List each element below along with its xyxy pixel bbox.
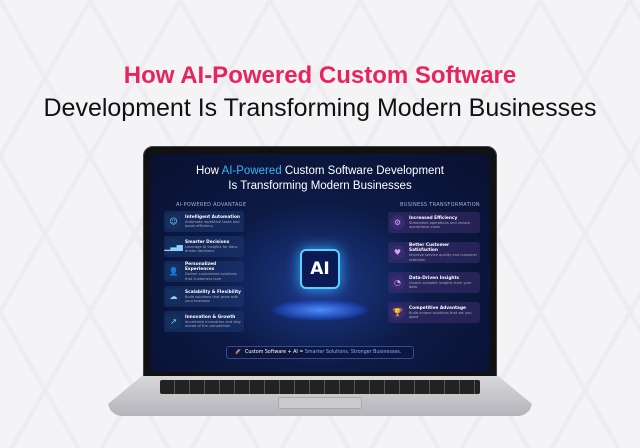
tagline-b: Smarter Solutions. Stronger Businesses. [304, 350, 402, 355]
headline-line2: Development Is Transforming Modern Busin… [43, 94, 597, 122]
tagline: 🚀 Custom Software + AI = Smarter Solutio… [226, 346, 414, 359]
card-title: Scalability & Flexibility [185, 289, 241, 295]
title-line2: Is Transforming Modern Businesses [228, 180, 412, 192]
title-accent: AI-Powered [221, 165, 282, 177]
tagline-a: Custom Software + AI = [244, 350, 305, 355]
card-title: Better Customer Satisfaction [409, 243, 450, 253]
trackpad [278, 397, 362, 409]
card-desc: Unlock valuable insights from your data [409, 280, 472, 290]
platform-glow [270, 299, 370, 321]
growth-icon: ↗ [166, 314, 181, 329]
title-pre: How [195, 165, 222, 177]
laptop-screen: How AI-Powered Custom Software Developme… [150, 154, 490, 372]
keyboard [160, 380, 480, 394]
card-desc: Deliver customized solutions that custom… [185, 272, 237, 281]
ai-chip: AI [300, 249, 340, 289]
headline-line1: How AI-Powered Custom Software [123, 62, 517, 89]
bar-chart-icon: ▁▃▅ [164, 239, 183, 254]
card-title: Smarter Decisions [185, 239, 230, 245]
laptop-lid: How AI-Powered Custom Software Developme… [143, 146, 497, 378]
card-desc: Streamline operations and reduce operati… [409, 220, 471, 230]
card-title: Competitive Advantage [409, 305, 466, 311]
card-title: Innovation & Growth [185, 314, 236, 320]
rocket-icon: 🚀 [235, 350, 241, 355]
card-desc: Build solutions that grow with your busi… [185, 294, 239, 304]
card-title: Increased Efficiency [409, 215, 458, 221]
card-title: Intelligent Automation [185, 214, 240, 220]
heart-icon: ♥ [390, 245, 405, 260]
card-title: Data-Driven Insights [409, 275, 460, 281]
card-desc: Leverage AI insights for data-driven dec… [185, 244, 239, 254]
gear-icon: ⚙ [390, 215, 405, 230]
title-post: Custom Software Development [281, 165, 445, 177]
card-desc: Automate repetitive tasks and boost effi… [185, 219, 240, 229]
pie-chart-icon: ◔ [390, 275, 405, 290]
card-desc: Accelerate innovation and stay ahead of … [185, 319, 241, 329]
right-heading: BUSINESS TRANSFORMATION [400, 202, 480, 208]
robot-icon: ☺ [166, 214, 181, 229]
card-desc: Build unique solutions that set you apar… [409, 310, 472, 320]
left-heading: AI-POWERED ADVANTAGE [176, 202, 247, 208]
card-desc: Improve service quality and customer ret… [409, 253, 478, 262]
user-icon: 👤 [166, 264, 181, 279]
cloud-icon: ☁ [166, 289, 181, 304]
card-title: Personalized Experiences [185, 262, 217, 272]
trophy-icon: 🏆 [390, 305, 405, 320]
screen-title: How AI-Powered Custom Software Developme… [150, 164, 490, 194]
